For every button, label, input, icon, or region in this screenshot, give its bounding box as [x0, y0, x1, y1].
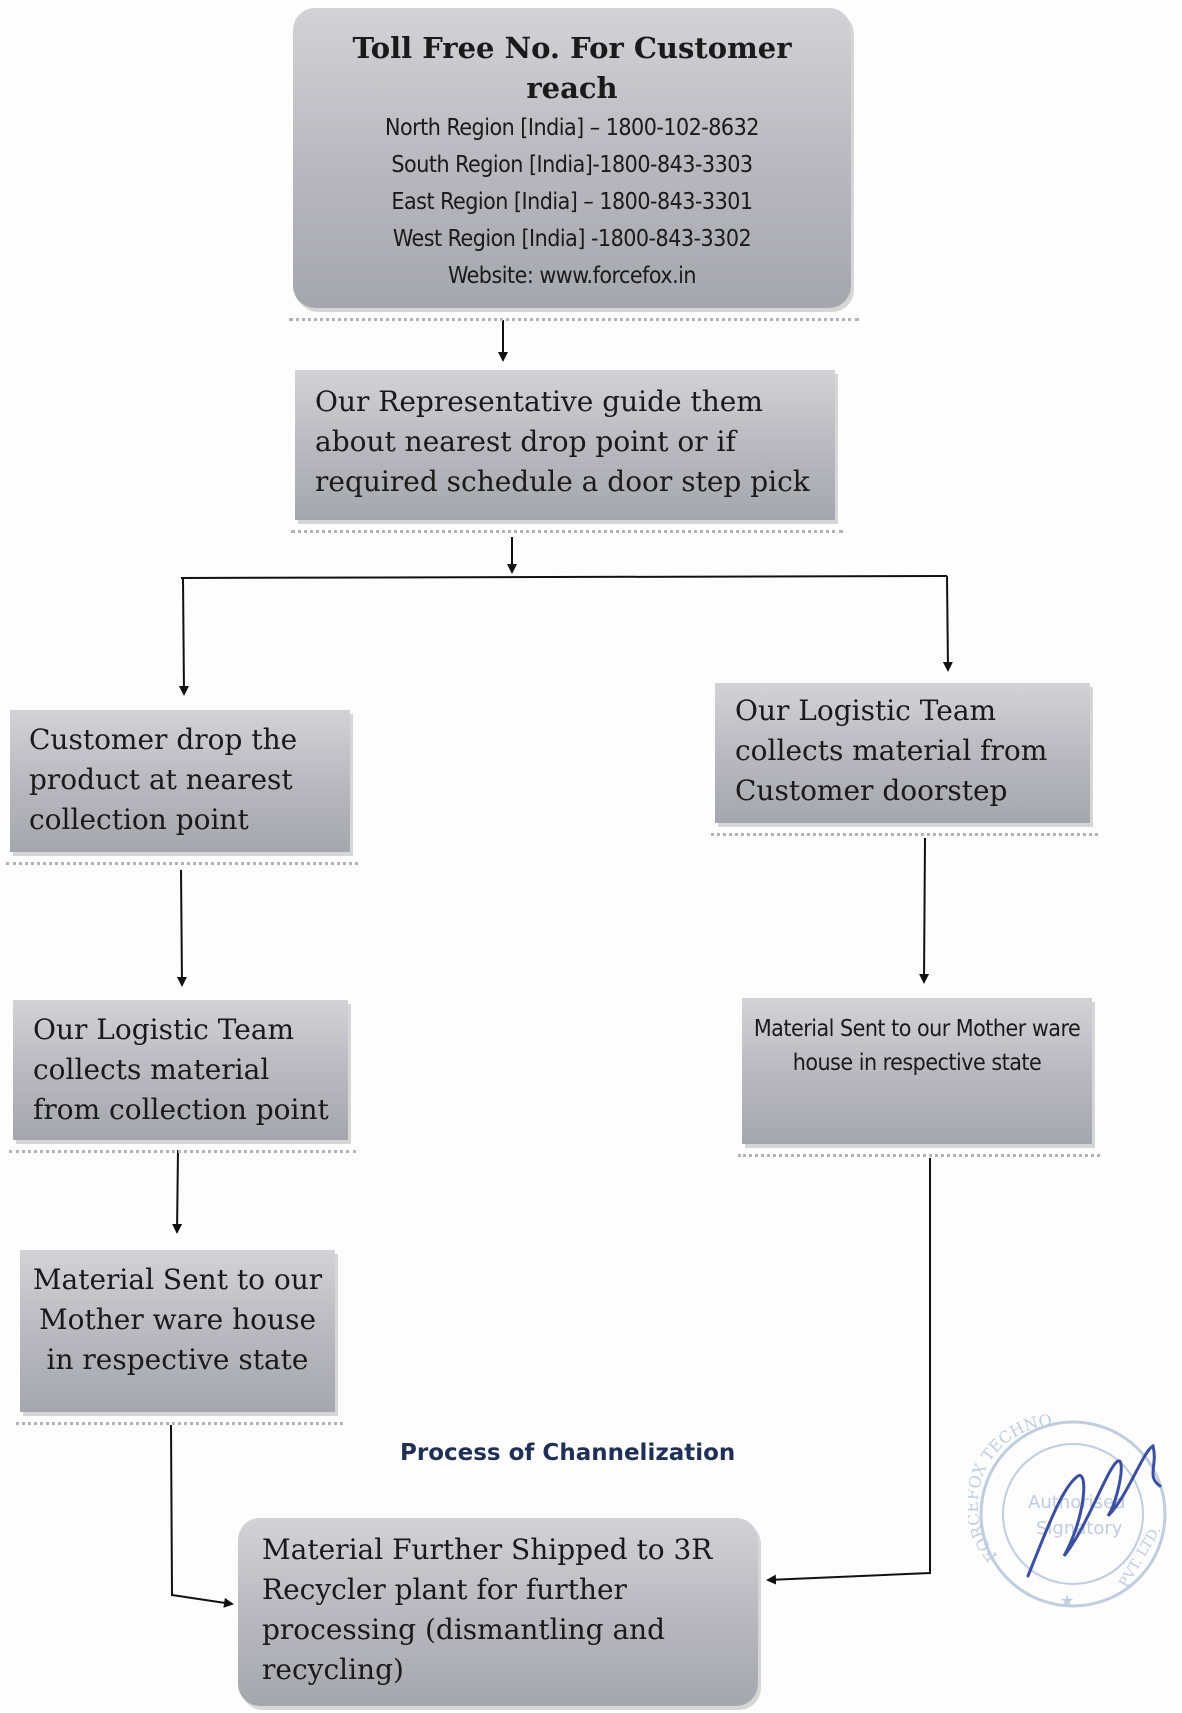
recycler-step-box: Material Further Shipped to 3R Recycler … [238, 1518, 758, 1706]
mother-warehouse-left-step-text: Material Sent to our Mother ware house i… [20, 1260, 335, 1380]
recycler-step-text: Material Further Shipped to 3R Recycler … [262, 1530, 752, 1690]
step-line: Customer doorstep [735, 774, 1008, 807]
step-line: house in respective state [792, 1050, 1042, 1076]
step-line: Our Logistic Team [33, 1013, 295, 1046]
customer-drop-step-box: Customer drop the product at nearest col… [6, 710, 358, 865]
representative-step-box: Our Representative guide them about near… [291, 370, 843, 533]
step-line: Customer drop the [29, 723, 298, 756]
contact-title-line2: reach [526, 71, 618, 105]
step-line: from collection point [33, 1093, 329, 1126]
contact-box: Toll Free No. For Customer reach North R… [289, 8, 859, 321]
step-line: processing (dismantling and [262, 1613, 666, 1646]
step-line: collects material from [735, 734, 1048, 767]
arrow-customer-drop-to-logistic [176, 869, 187, 987]
customer-drop-step-text: Customer drop the product at nearest col… [29, 720, 349, 840]
step-line: in respective state [46, 1343, 309, 1376]
branch-horizontal-line [180, 575, 948, 579]
seal-center-text-1: Authorised [1028, 1492, 1125, 1513]
step-line: Mother ware house [38, 1303, 317, 1336]
seal-star-icon: ★ [1060, 1591, 1074, 1610]
arrow-doorstep-to-warehouse-right [919, 837, 930, 984]
contact-phone-list: North Region [India] – 1800-102-8632 Sou… [293, 110, 851, 295]
step-line: Recycler plant for further [262, 1573, 627, 1606]
logistic-doorstep-step-box: Our Logistic Team collects material from… [711, 683, 1098, 836]
step-line: Our Logistic Team [735, 694, 997, 727]
step-line: about nearest drop point or if [315, 425, 736, 458]
mother-warehouse-right-step-text: Material Sent to our Mother ware house i… [742, 1012, 1092, 1080]
arrow-branch-to-customer-drop [178, 577, 189, 696]
step-line: recycling) [262, 1653, 404, 1686]
south-region-number: South Region [India]-1800-843-3303 [391, 152, 753, 178]
step-line: Our Representative guide them [315, 385, 763, 418]
signature-mark [1026, 1443, 1162, 1578]
north-region-number: North Region [India] – 1800-102-8632 [385, 115, 759, 141]
east-region-number: East Region [India] – 1800-843-3301 [391, 189, 753, 215]
contact-title: Toll Free No. For Customer reach [293, 28, 851, 108]
step-line: Material Sent to our [32, 1263, 323, 1296]
step-line: Material Further Shipped to 3R [262, 1533, 713, 1566]
mother-warehouse-left-step-box: Material Sent to our Mother ware house i… [16, 1250, 343, 1425]
mother-warehouse-right-step-box: Material Sent to our Mother ware house i… [738, 998, 1100, 1157]
representative-step-text: Our Representative guide them about near… [315, 382, 835, 502]
logistic-collection-step-box: Our Logistic Team collects material from… [9, 1000, 356, 1153]
diagram-caption: Process of Channelization [400, 1440, 736, 1466]
step-line: collects material [33, 1053, 270, 1086]
logistic-collection-step-text: Our Logistic Team collects material from… [33, 1010, 353, 1130]
logistic-doorstep-step-text: Our Logistic Team collects material from… [735, 691, 1090, 811]
arrow-logistic-to-warehouse-left [172, 1149, 183, 1234]
step-line: required schedule a door step pick [315, 465, 810, 498]
step-line: product at nearest [29, 763, 293, 796]
step-line: collection point [29, 803, 249, 836]
contact-title-line1: Toll Free No. For Customer [352, 31, 792, 65]
website-link[interactable]: Website: www.forcefox.in [447, 263, 697, 289]
connector-warehouse-left-to-recycler [170, 1424, 234, 1608]
company-seal-stamp: Authorised Signatory FORCEFOX TECHNO PVT… [968, 1410, 1167, 1610]
step-line: Material Sent to our Mother ware [753, 1016, 1081, 1042]
west-region-number: West Region [India] -1800-843-3302 [392, 226, 752, 252]
connector-warehouse-right-to-recycler [766, 1158, 931, 1585]
arrow-branch-to-logistic-doorstep [942, 575, 953, 672]
seal-center-text-2: Signatory [1036, 1518, 1123, 1539]
